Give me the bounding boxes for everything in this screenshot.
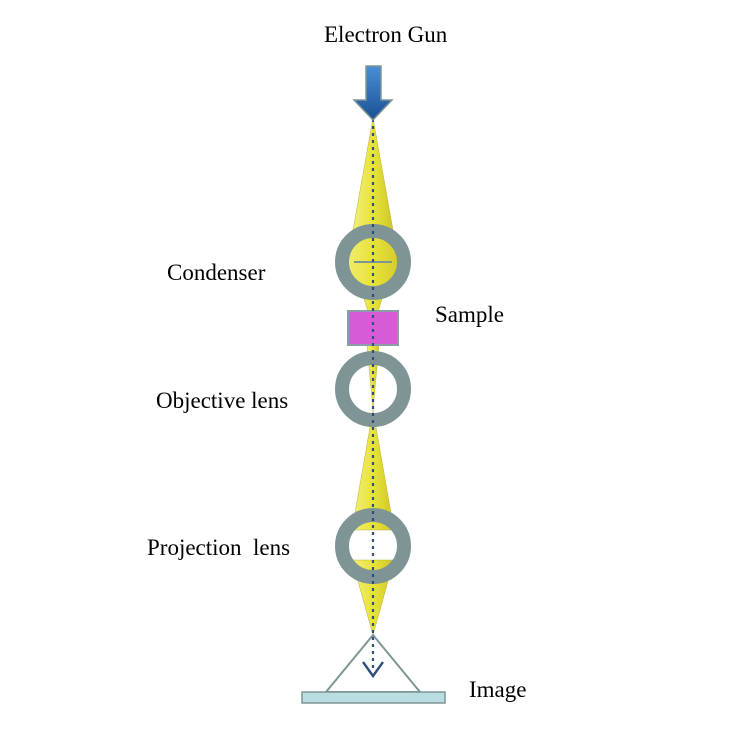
label-projection-lens: Projection lens bbox=[147, 535, 290, 560]
label-objective-lens: Objective lens bbox=[156, 388, 288, 413]
label-electron-gun: Electron Gun bbox=[324, 22, 448, 47]
image-screen bbox=[301, 691, 446, 704]
electron-beam bbox=[351, 117, 395, 636]
image-projection-cone bbox=[323, 633, 423, 693]
chevron-down-icon bbox=[362, 661, 384, 679]
label-sample: Sample bbox=[435, 302, 504, 327]
down-arrow-icon bbox=[352, 65, 394, 122]
label-image: Image bbox=[469, 677, 526, 702]
label-condenser: Condenser bbox=[167, 260, 266, 285]
